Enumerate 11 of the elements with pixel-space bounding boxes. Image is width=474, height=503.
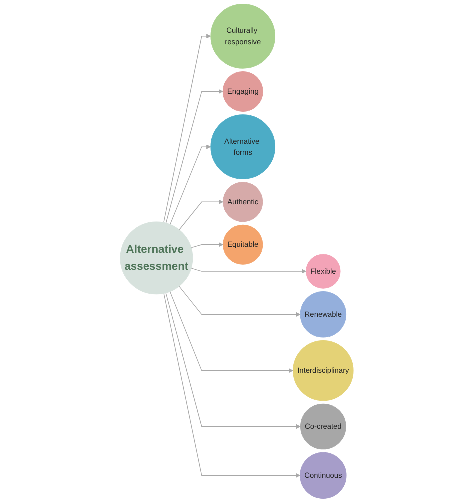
arrow (166, 292, 301, 430)
arrow (179, 200, 224, 230)
arrow (164, 34, 212, 224)
arrow (170, 291, 294, 374)
arrow (178, 286, 301, 317)
arrow (191, 268, 307, 274)
arrow (170, 144, 212, 225)
node-circle: Alternative assessment (120, 222, 194, 295)
arrow (164, 293, 301, 478)
arrow (191, 242, 224, 248)
arrow (166, 89, 224, 224)
